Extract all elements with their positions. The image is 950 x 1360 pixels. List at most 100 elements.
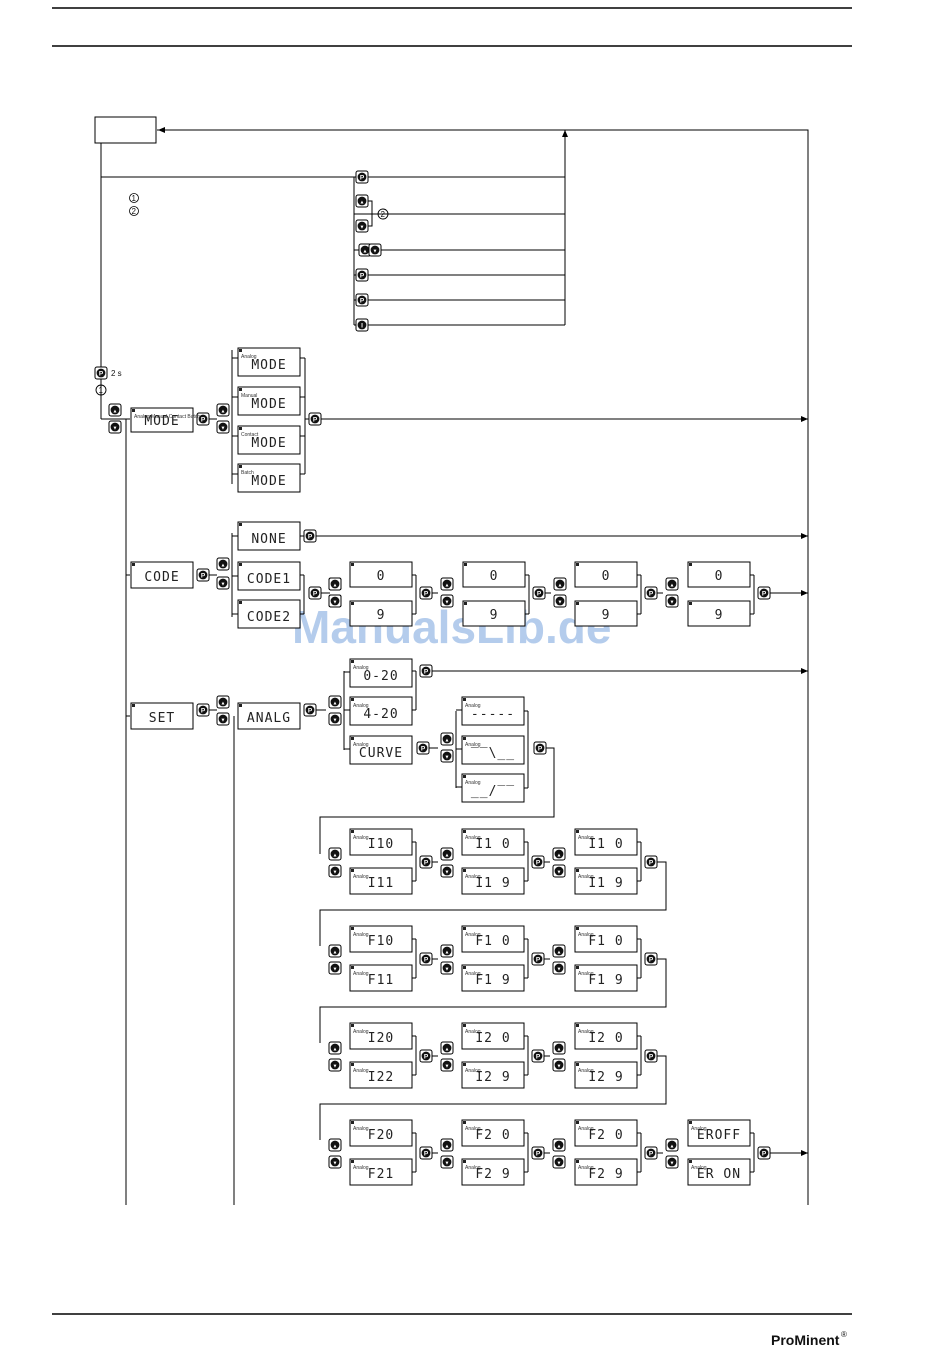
mode-key-p[interactable]: P	[196, 412, 210, 426]
svg-text:I22: I22	[368, 1070, 394, 1085]
svg-text:▲: ▲	[670, 582, 675, 588]
mode-confirm-p[interactable]: P	[308, 412, 322, 426]
analog-up[interactable]: ▲	[328, 695, 342, 709]
row1-next-up-0[interactable]: ▲	[440, 944, 454, 958]
mode-key-up[interactable]: ▲	[108, 403, 122, 417]
row1-p-2[interactable]: P	[644, 952, 658, 966]
svg-text:▼: ▼	[445, 599, 450, 605]
row3-next-up-1[interactable]: ▲	[552, 1138, 566, 1152]
row2-p-2[interactable]: P	[644, 1049, 658, 1063]
row1-next-down-0[interactable]: ▼	[440, 961, 454, 975]
code-digit-up[interactable]: ▲	[328, 577, 342, 591]
code-key-p[interactable]: P	[196, 568, 210, 582]
svg-text:Analog: Analog	[578, 932, 594, 938]
code-enter-p[interactable]: P	[308, 586, 322, 600]
key-i[interactable]: I	[355, 318, 369, 332]
row3-p-0[interactable]: P	[419, 1146, 433, 1160]
row0-p-1[interactable]: P	[531, 855, 545, 869]
code-digit-p-1[interactable]: P	[532, 586, 546, 600]
key-up[interactable]: ▲	[355, 194, 369, 208]
code-next-down-0[interactable]: ▼	[440, 594, 454, 608]
mode-0-20-p[interactable]: P	[419, 664, 433, 678]
row2-up[interactable]: ▲	[328, 1041, 342, 1055]
mode-options-down[interactable]: ▼	[216, 420, 230, 434]
key-down[interactable]: ▼	[355, 219, 369, 233]
row3-next-down-0[interactable]: ▼	[440, 1155, 454, 1169]
curve-down[interactable]: ▼	[440, 749, 454, 763]
svg-text:▲: ▲	[445, 582, 450, 588]
row1-up[interactable]: ▲	[328, 944, 342, 958]
key-p-1[interactable]: P	[355, 268, 369, 282]
row2-down[interactable]: ▼	[328, 1058, 342, 1072]
key-stop-start[interactable]: P	[355, 170, 369, 184]
code-digit-p-0[interactable]: P	[419, 586, 433, 600]
code-up[interactable]: ▲	[216, 557, 230, 571]
code-digit-p-3[interactable]: P	[757, 586, 771, 600]
set-down[interactable]: ▼	[216, 712, 230, 726]
row3-up[interactable]: ▲	[328, 1138, 342, 1152]
key-p-hold[interactable]: P	[94, 366, 108, 380]
svg-text:0-20: 0-20	[363, 669, 398, 684]
row3-next-up-0[interactable]: ▲	[440, 1138, 454, 1152]
row0-down[interactable]: ▼	[328, 864, 342, 878]
lcd-set-main: SET	[130, 702, 194, 730]
code-next-up-0[interactable]: ▲	[440, 577, 454, 591]
mode-options-up[interactable]: ▲	[216, 403, 230, 417]
row1-next-up-1[interactable]: ▲	[552, 944, 566, 958]
lcd-code-digit-top-3: 0	[687, 561, 751, 588]
row1-down[interactable]: ▼	[328, 961, 342, 975]
code-next-up-2[interactable]: ▲	[665, 577, 679, 591]
svg-text:▲: ▲	[333, 852, 338, 858]
row3-p-3[interactable]: P	[757, 1146, 771, 1160]
row1-next-down-1[interactable]: ▼	[552, 961, 566, 975]
row0-up[interactable]: ▲	[328, 847, 342, 861]
svg-text:9: 9	[377, 608, 386, 623]
row2-next-up-1[interactable]: ▲	[552, 1041, 566, 1055]
row3-down[interactable]: ▼	[328, 1155, 342, 1169]
row0-next-down-0[interactable]: ▼	[440, 864, 454, 878]
row2-next-down-0[interactable]: ▼	[440, 1058, 454, 1072]
curve-confirm-p[interactable]: P	[533, 741, 547, 755]
mode-key-down[interactable]: ▼	[108, 420, 122, 434]
code-digit-p-2[interactable]: P	[644, 586, 658, 600]
svg-text:Analog: Analog	[578, 1126, 594, 1132]
svg-text:Analog Manual Contact Batch: Analog Manual Contact Batch	[134, 414, 200, 420]
row1-p-1[interactable]: P	[531, 952, 545, 966]
code-digit-down[interactable]: ▼	[328, 594, 342, 608]
key-down-combo[interactable]: ▼	[368, 243, 382, 257]
key-p-2[interactable]: P	[355, 293, 369, 307]
row2-p-1[interactable]: P	[531, 1049, 545, 1063]
row3-next-down-1[interactable]: ▼	[552, 1155, 566, 1169]
row1-p-0[interactable]: P	[419, 952, 433, 966]
row0-p-0[interactable]: P	[419, 855, 433, 869]
row3-p-2[interactable]: P	[644, 1146, 658, 1160]
row3-next-up-2[interactable]: ▲	[665, 1138, 679, 1152]
row2-next-down-1[interactable]: ▼	[552, 1058, 566, 1072]
svg-text:P: P	[536, 1150, 541, 1157]
set-key-p[interactable]: P	[196, 703, 210, 717]
row3-p-1[interactable]: P	[531, 1146, 545, 1160]
code-none-p[interactable]: P	[303, 529, 317, 543]
row0-next-up-1[interactable]: ▲	[552, 847, 566, 861]
set-up[interactable]: ▲	[216, 695, 230, 709]
row2-p-0[interactable]: P	[419, 1049, 433, 1063]
row2-next-up-0[interactable]: ▲	[440, 1041, 454, 1055]
code-next-down-1[interactable]: ▼	[553, 594, 567, 608]
start-state-box	[94, 116, 157, 144]
code-next-up-1[interactable]: ▲	[553, 577, 567, 591]
code-next-down-2[interactable]: ▼	[665, 594, 679, 608]
code-down[interactable]: ▼	[216, 576, 230, 590]
svg-text:P: P	[536, 1053, 541, 1060]
curve-up[interactable]: ▲	[440, 732, 454, 746]
row0-next-up-0[interactable]: ▲	[440, 847, 454, 861]
set-analog-p[interactable]: P	[303, 703, 317, 717]
row0-p-2[interactable]: P	[644, 855, 658, 869]
svg-text:Batch: Batch	[241, 470, 254, 476]
analog-down[interactable]: ▼	[328, 712, 342, 726]
curve-p[interactable]: P	[416, 741, 430, 755]
row0-next-down-1[interactable]: ▼	[552, 864, 566, 878]
row3-next-down-2[interactable]: ▼	[665, 1155, 679, 1169]
